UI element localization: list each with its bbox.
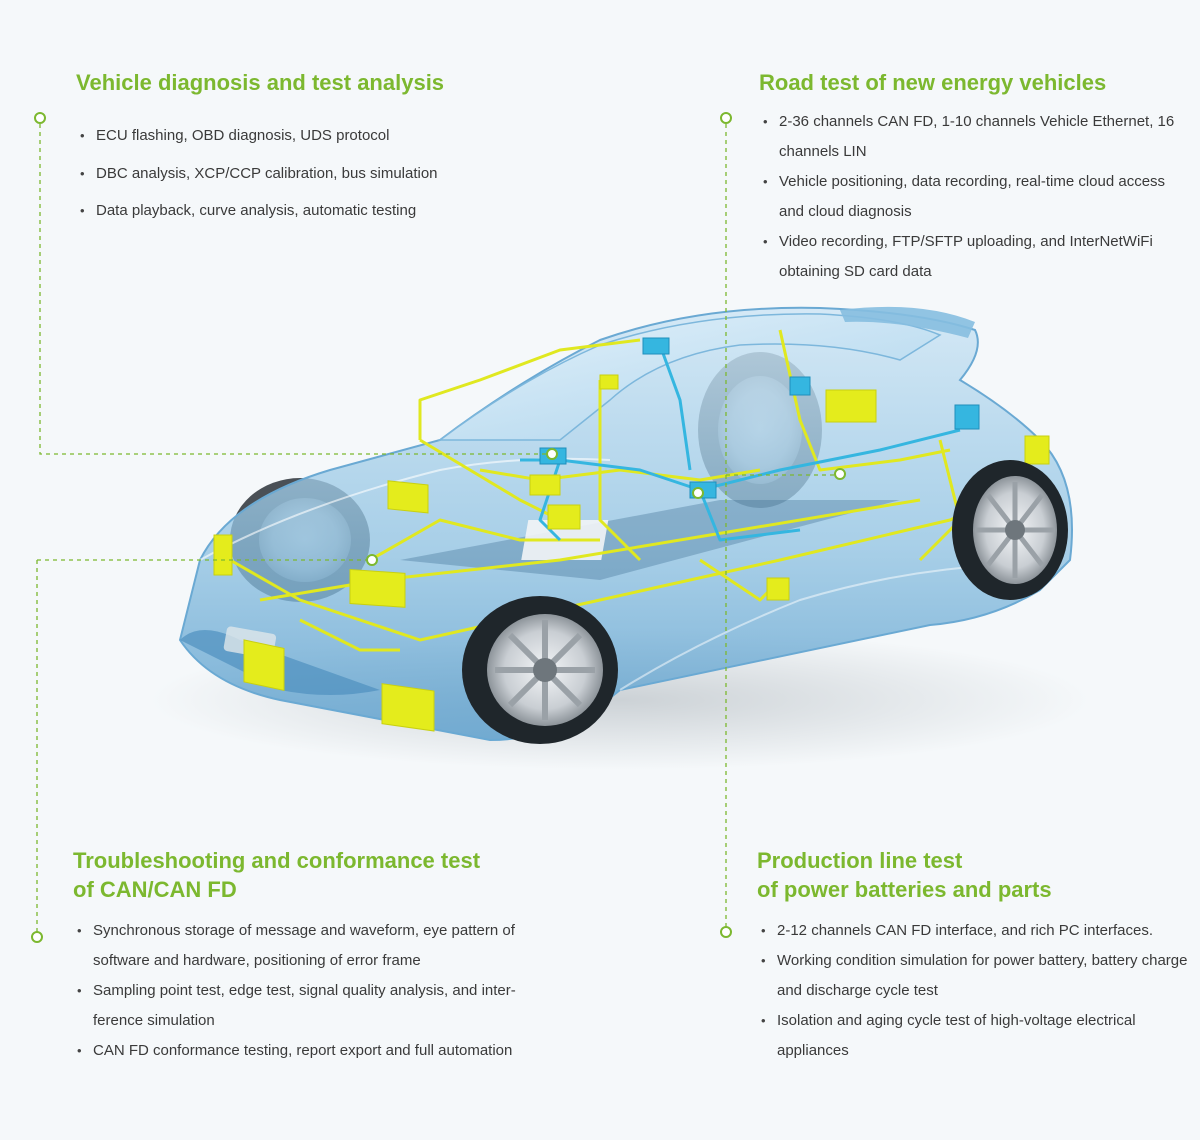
callout-dots	[31, 112, 846, 943]
section-vehicle-diagnosis: Vehicle diagnosis and test analysis ECU …	[76, 68, 636, 230]
list-item: Sampling point test, edge test, signal q…	[73, 976, 563, 1036]
feature-list: 2-36 channels CAN FD, 1-10 channels Vehi…	[759, 107, 1189, 287]
front-near-wheel	[462, 596, 618, 744]
section-title: Production line test of power batteries …	[757, 846, 1197, 904]
section-troubleshooting: Troubleshooting and conformance test of …	[73, 846, 563, 1066]
callout-dot-ecu-1	[546, 448, 558, 460]
list-item: Data playback, curve analysis, automatic…	[76, 192, 636, 230]
section-road-test: Road test of new energy vehicles 2-36 ch…	[759, 68, 1189, 287]
callout-lines	[36, 124, 840, 932]
section-title: Troubleshooting and conformance test of …	[73, 846, 563, 904]
list-item: Synchronous storage of message and wavef…	[73, 916, 563, 976]
list-item: Working condition simulation for power b…	[757, 946, 1197, 1006]
list-item: Isolation and aging cycle test of high-v…	[757, 1006, 1197, 1066]
list-item: DBC analysis, XCP/CCP calibration, bus s…	[76, 155, 636, 193]
callout-dot-ecu-2	[366, 554, 378, 566]
rear-near-wheel	[952, 460, 1068, 600]
list-item: 2-36 channels CAN FD, 1-10 channels Vehi…	[759, 107, 1189, 167]
list-item: ECU flashing, OBD diagnosis, UDS protoco…	[76, 117, 636, 155]
section-title-line1: Troubleshooting and conformance test	[73, 848, 481, 873]
callout-dot-ecu-4	[834, 468, 846, 480]
feature-list: 2-12 channels CAN FD interface, and rich…	[757, 916, 1197, 1066]
section-title-line2: of CAN/CAN FD	[73, 877, 237, 902]
ecu-modules	[213, 374, 1050, 732]
section-production-line: Production line test of power batteries …	[757, 846, 1197, 1066]
list-item: Video recording, FTP/SFTP uploading, and…	[759, 227, 1189, 287]
callout-dot-ecu-3	[692, 487, 704, 499]
car-spoiler	[840, 306, 975, 338]
list-item: 2-12 channels CAN FD interface, and rich…	[757, 916, 1197, 946]
callout-line-diagnosis	[39, 124, 552, 455]
callout-dot-diagnosis	[34, 112, 46, 124]
yellow-harness	[229, 329, 1041, 652]
callout-dot-production	[720, 926, 732, 938]
callout-dot-troubleshooting	[31, 931, 43, 943]
section-title-line2: of power batteries and parts	[757, 877, 1052, 902]
feature-list: ECU flashing, OBD diagnosis, UDS protoco…	[76, 117, 636, 230]
section-title-line1: Production line test	[757, 848, 963, 873]
feature-list: Synchronous storage of message and wavef…	[73, 916, 563, 1066]
section-title: Road test of new energy vehicles	[759, 70, 1107, 95]
list-item: Vehicle positioning, data recording, rea…	[759, 167, 1189, 227]
section-title: Vehicle diagnosis and test analysis	[76, 70, 445, 95]
callout-dot-road-test	[720, 112, 732, 124]
list-item: CAN FD conformance testing, report expor…	[73, 1036, 563, 1066]
